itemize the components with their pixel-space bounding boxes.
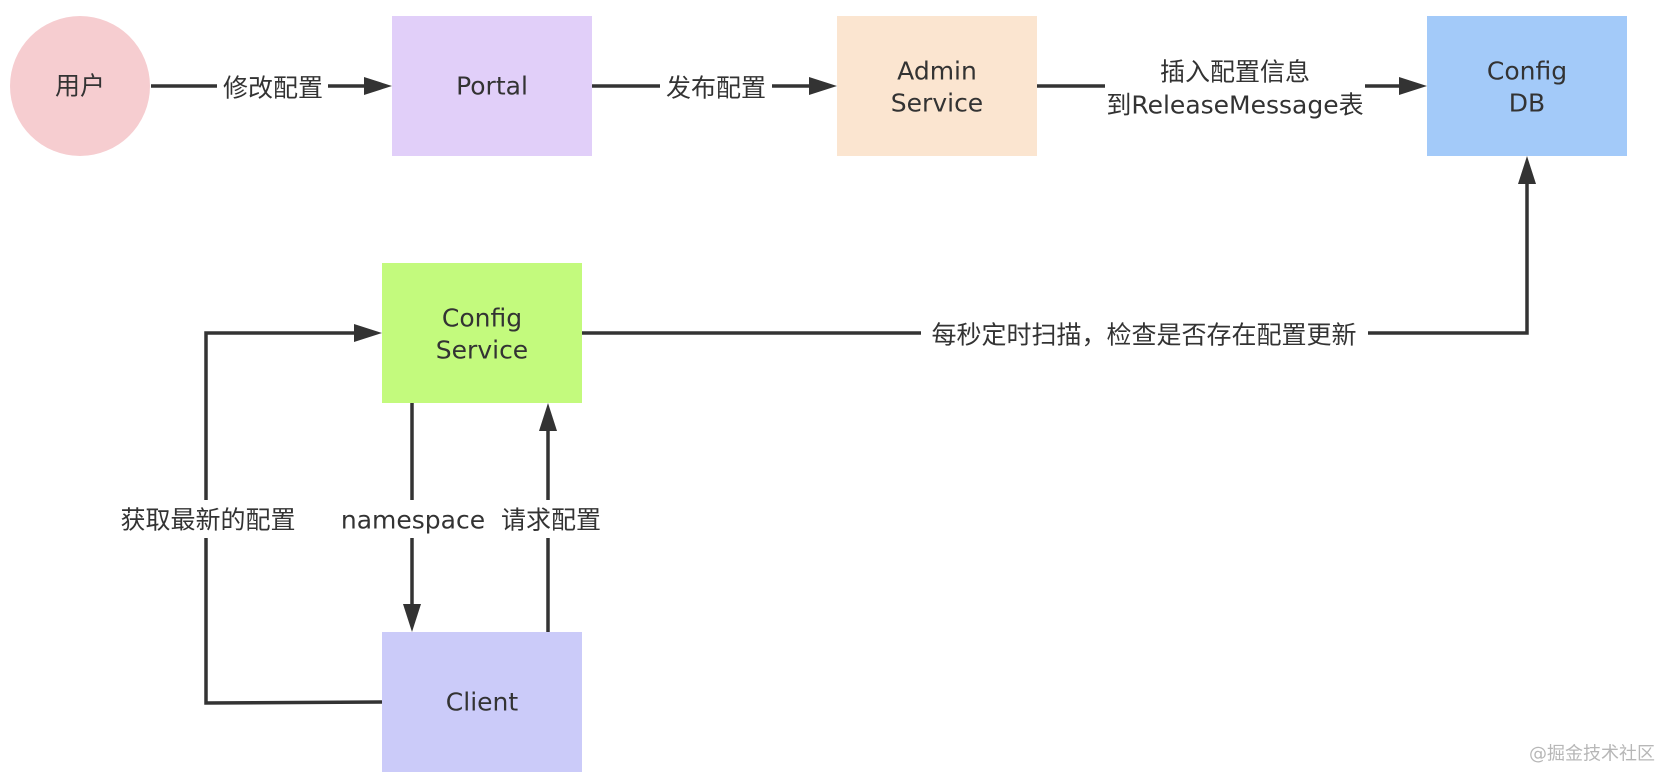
edge-service-to-client-label: namespace: [341, 506, 485, 535]
edge-user-to-portal: 修改配置: [151, 74, 392, 103]
edge-service-to-db-arrowhead: [1518, 156, 1536, 184]
edge-portal-to-admin-label: 发布配置: [666, 74, 766, 103]
node-admin-service-label-line2: Service: [891, 89, 983, 118]
node-config-service: Config Service: [382, 263, 582, 403]
node-config-db: Config DB: [1427, 16, 1627, 156]
node-portal-shape: [392, 16, 592, 156]
edge-client-to-service-arrowhead: [539, 403, 557, 431]
node-user-shape: [10, 16, 150, 156]
edge-client-to-service-label: 请求配置: [501, 506, 601, 535]
node-config-service-label-line1: Config: [442, 304, 522, 333]
node-client-label: Client: [446, 688, 519, 717]
edge-client-loop: 获取最新的配置: [120, 324, 383, 705]
edge-user-to-portal-label: 修改配置: [223, 74, 323, 103]
edge-client-loop-line-b: [204, 331, 357, 500]
node-config-db-label-line2: DB: [1509, 89, 1545, 118]
edge-client-loop-label: 获取最新的配置: [120, 506, 295, 535]
edge-portal-to-admin: 发布配置: [592, 74, 837, 103]
node-user: 用户: [10, 16, 150, 156]
node-admin-service-label-line1: Admin: [897, 57, 977, 86]
node-config-service-label-line2: Service: [436, 336, 528, 365]
node-client-shape: [382, 632, 582, 772]
edge-service-to-client-arrowhead: [403, 604, 421, 632]
node-portal-label: Portal: [456, 72, 528, 101]
node-config-service-shape: [382, 263, 582, 403]
node-user-label: 用户: [55, 72, 105, 101]
edge-user-to-portal-arrowhead: [364, 77, 392, 95]
node-admin-service-shape: [837, 16, 1037, 156]
edge-admin-to-db-arrowhead: [1399, 77, 1427, 95]
node-config-db-shape: [1427, 16, 1627, 156]
edge-admin-to-db-label-line1: 插入配置信息: [1160, 58, 1310, 87]
edge-client-to-service: 请求配置: [501, 403, 601, 632]
edge-service-to-db-line-b: [1368, 181, 1529, 335]
node-admin-service: Admin Service: [837, 16, 1037, 156]
node-client: Client: [382, 632, 582, 772]
edge-service-to-db: 每秒定时扫描，检查是否存在配置更新: [582, 156, 1536, 350]
node-config-db-label-line1: Config: [1487, 57, 1567, 86]
edge-admin-to-db: 插入配置信息 到ReleaseMessage表: [1037, 58, 1427, 120]
watermark: @掘金技术社区: [1529, 744, 1655, 765]
edge-client-loop-line-a: [204, 538, 383, 705]
edge-portal-to-admin-arrowhead: [809, 77, 837, 95]
node-portal: Portal: [392, 16, 592, 156]
edge-admin-to-db-label-line2: 到ReleaseMessage表: [1106, 91, 1363, 120]
edge-client-loop-arrowhead: [354, 324, 382, 342]
edge-service-to-db-label: 每秒定时扫描，检查是否存在配置更新: [931, 321, 1356, 350]
edge-service-to-client: namespace: [341, 403, 485, 632]
